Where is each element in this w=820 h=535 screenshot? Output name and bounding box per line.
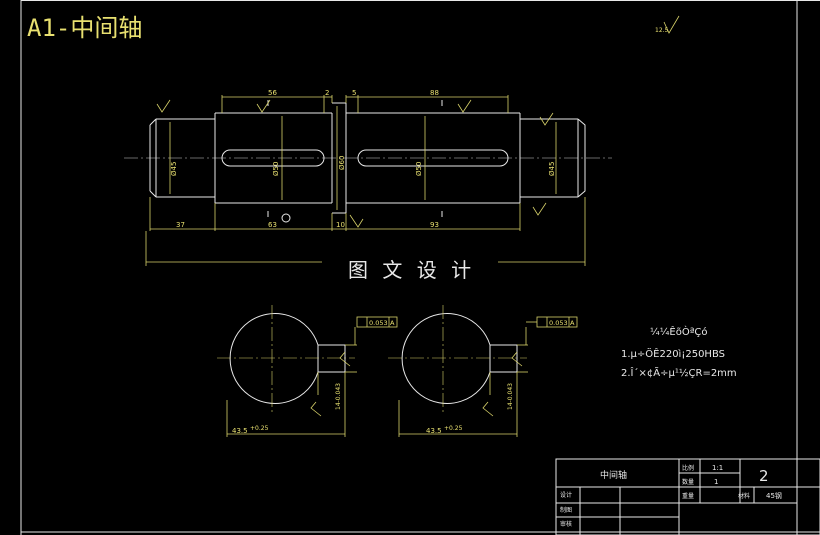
page-title: A1-中间轴 <box>27 14 143 42</box>
svg-text:2: 2 <box>325 89 329 97</box>
svg-text:43.5: 43.5 <box>232 427 248 435</box>
svg-text:A: A <box>390 319 395 327</box>
svg-text:Ø50: Ø50 <box>415 162 423 176</box>
svg-text:37: 37 <box>176 221 185 229</box>
svg-text:93: 93 <box>430 221 439 229</box>
scale-value: 1:1 <box>712 464 723 472</box>
sheet-number: 2 <box>759 467 769 485</box>
label-design: 设计 <box>560 491 572 499</box>
svg-text:Ø50: Ø50 <box>272 162 280 176</box>
keyway-right <box>357 149 509 167</box>
svg-text:63: 63 <box>268 221 277 229</box>
svg-text:+0.25: +0.25 <box>444 425 463 432</box>
label-qty: 数量 <box>682 478 694 486</box>
quantity-value: 1 <box>714 478 718 486</box>
section-view-1: 0.053 A 43.5 +0.25 14-0.043 <box>217 305 398 437</box>
svg-text:10: 10 <box>336 221 345 229</box>
tech-notes-line-2: 2.Î´×¢Ã÷µ¹½ÇR=2mm <box>621 366 737 379</box>
drawing-border <box>20 0 820 535</box>
title-block: 中间轴 比例 数量 1:1 1 2 重量 材料 45钢 设计 制图 审核 <box>555 458 820 535</box>
roughness-symbol-global: 12.5 <box>655 15 680 34</box>
svg-text:0.053: 0.053 <box>369 319 388 327</box>
technical-notes: ¼¼ÊõÒªÇó 1.µ÷ÖÊ220ì¡250HBS 2.Î´×¢Ã÷µ¹½ÇR… <box>621 325 737 379</box>
tolerance-frame-1 <box>356 316 398 328</box>
svg-text:14-0.043: 14-0.043 <box>507 383 514 410</box>
tech-notes-heading: ¼¼ÊõÒªÇó <box>650 325 708 338</box>
part-name: 中间轴 <box>600 469 627 481</box>
shaft-main-view: Ø45 Ø50 Ø60 Ø50 Ø45 56 2 5 88 37 63 10 9… <box>124 89 612 266</box>
svg-text:Ø45: Ø45 <box>170 162 178 176</box>
label-check: 审核 <box>560 520 572 528</box>
svg-text:Ø45: Ø45 <box>548 162 556 176</box>
svg-text:12.5: 12.5 <box>655 27 669 34</box>
svg-text:0.053: 0.053 <box>549 319 568 327</box>
label-draw: 制图 <box>560 506 572 514</box>
svg-text:5: 5 <box>352 89 356 97</box>
label-material: 材料 <box>738 492 750 500</box>
keyway-left <box>221 149 325 167</box>
svg-text:88: 88 <box>430 89 439 97</box>
section-view-2: 0.053 A 43.5 +0.25 14-0.043 <box>388 305 578 437</box>
banner-text: 图 文 设 计 <box>348 258 475 282</box>
svg-text:43.5: 43.5 <box>426 427 442 435</box>
tech-notes-line-1: 1.µ÷ÖÊ220ì¡250HBS <box>621 347 725 360</box>
svg-text:+0.25: +0.25 <box>250 425 269 432</box>
label-weight: 重量 <box>682 492 694 500</box>
svg-text:56: 56 <box>268 89 277 97</box>
svg-text:Ø60: Ø60 <box>338 156 346 170</box>
svg-text:14-0.043: 14-0.043 <box>335 383 342 410</box>
svg-text:A: A <box>570 319 575 327</box>
label-ratio: 比例 <box>682 464 694 472</box>
material-value: 45钢 <box>766 491 782 500</box>
